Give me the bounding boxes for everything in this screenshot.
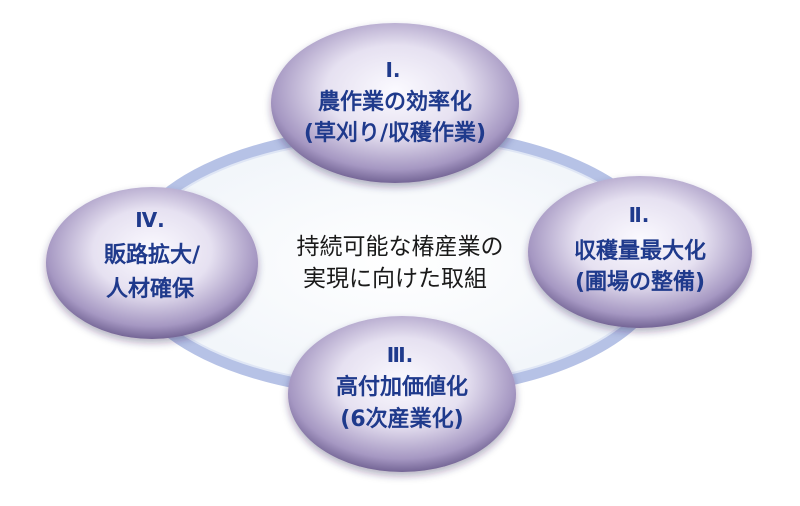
node-4-numeral: Ⅳ. bbox=[135, 208, 165, 232]
node-4-line2: 人材確保 bbox=[106, 276, 195, 302]
node-1-bubble bbox=[271, 23, 519, 183]
node-1-line1: 農作業の効率化 bbox=[318, 89, 472, 115]
node-3: Ⅲ. 高付加価値化 (6次産業化) bbox=[288, 316, 516, 472]
center-title-line1: 持続可能な椿産業の bbox=[297, 234, 504, 260]
node-3-line2: (6次産業化) bbox=[340, 406, 463, 432]
center-title-line2: 実現に向けた取組 bbox=[303, 266, 487, 292]
node-3-line1: 高付加価値化 bbox=[336, 374, 468, 400]
node-2: Ⅱ. 収穫量最大化 (圃場の整備) bbox=[528, 176, 752, 328]
node-1-line2: (草刈り/収穫作業) bbox=[304, 120, 486, 146]
node-1-numeral: Ⅰ. bbox=[385, 58, 400, 82]
node-3-numeral: Ⅲ. bbox=[387, 343, 414, 367]
node-2-numeral: Ⅱ. bbox=[629, 203, 650, 227]
node-4-line1: 販路拡大/ bbox=[104, 242, 201, 268]
node-2-bubble bbox=[528, 176, 752, 328]
node-1: Ⅰ. 農作業の効率化 (草刈り/収穫作業) bbox=[271, 23, 519, 183]
node-2-line1: 収穫量最大化 bbox=[574, 238, 706, 264]
node-2-line2: (圃場の整備) bbox=[575, 269, 705, 295]
node-3-bubble bbox=[288, 316, 516, 472]
node-4-bubble bbox=[46, 187, 258, 339]
node-4: Ⅳ. 販路拡大/ 人材確保 bbox=[46, 187, 258, 339]
